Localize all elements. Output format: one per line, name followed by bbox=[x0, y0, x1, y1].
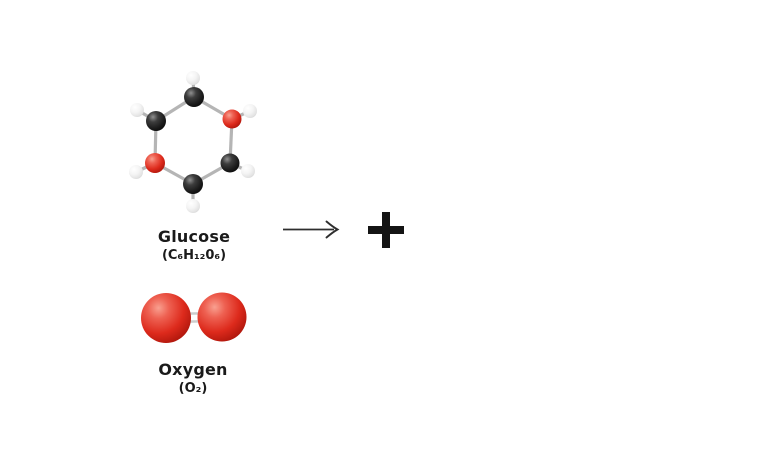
glucose-name: Glucose bbox=[157, 227, 231, 246]
atom-H bbox=[130, 103, 144, 117]
atom-H bbox=[186, 199, 200, 213]
atom-C bbox=[146, 111, 166, 131]
atom-H bbox=[129, 165, 143, 179]
atom-C bbox=[184, 87, 204, 107]
plus-icon: + bbox=[368, 212, 404, 248]
glucose-label: Glucose (C₆H₁₂0₆) bbox=[104, 227, 284, 264]
atom-H bbox=[186, 71, 200, 85]
atom-O bbox=[222, 109, 242, 129]
glucose-molecule bbox=[129, 71, 257, 213]
oxygen-name: Oxygen bbox=[158, 360, 228, 379]
oxygen-formula: (O₂) bbox=[178, 381, 208, 396]
atom-O bbox=[197, 292, 247, 342]
plus-vertical-bar bbox=[382, 212, 390, 248]
atom-C bbox=[183, 174, 203, 194]
glucose-formula: (C₆H₁₂0₆) bbox=[161, 248, 227, 263]
atom-C bbox=[220, 153, 240, 173]
oxygen-label: Oxygen (O₂) bbox=[103, 360, 283, 397]
oxygen-molecule bbox=[141, 292, 247, 343]
atom-H bbox=[243, 104, 257, 118]
atom-H bbox=[241, 164, 255, 178]
atom-O bbox=[145, 153, 165, 173]
reaction-arrow-icon bbox=[283, 220, 340, 239]
atom-O bbox=[141, 293, 191, 343]
